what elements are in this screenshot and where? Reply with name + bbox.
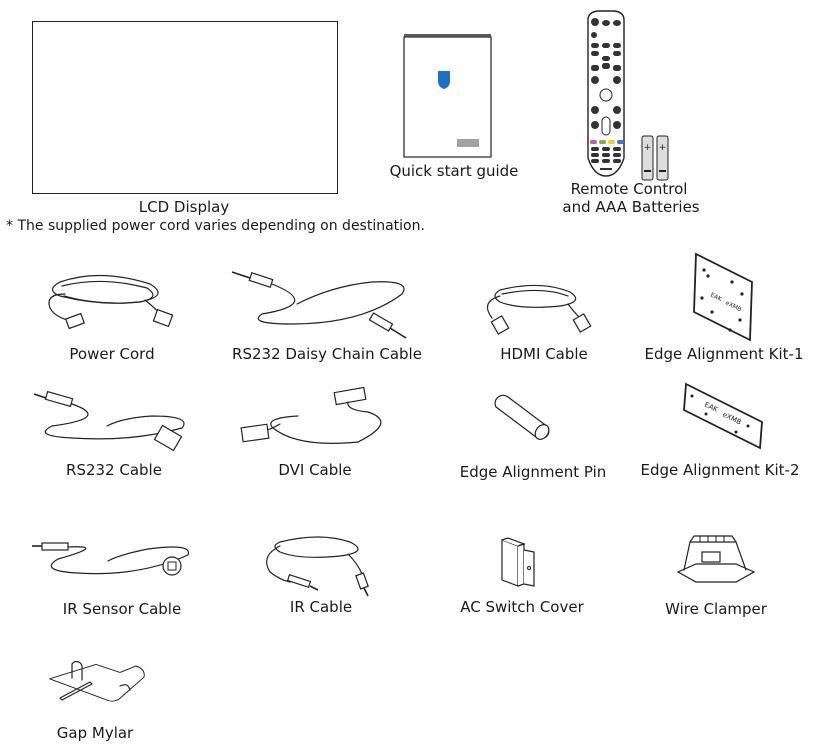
ir-sensor-cable-label: IR Sensor Cable xyxy=(62,600,182,618)
wire-clamper-illustration xyxy=(676,535,756,583)
ac-switch-cover-illustration xyxy=(501,537,535,587)
wire-clamper-label: Wire Clamper xyxy=(665,600,767,618)
hdmi-cable-illustration xyxy=(486,284,592,335)
svg-text:EAK: EAK xyxy=(709,292,724,304)
edge-alignment-kit-1-illustration: EAK eXMB xyxy=(693,252,753,342)
dvi-cable-label: DVI Cable xyxy=(278,461,352,479)
quick-start-guide-label: Quick start guide xyxy=(389,162,519,180)
edge-alignment-kit-2-label: Edge Alignment Kit-2 xyxy=(640,461,800,479)
edge-alignment-kit-1-label: Edge Alignment Kit-1 xyxy=(644,345,804,363)
dvi-cable-illustration xyxy=(240,386,382,444)
edge-alignment-pin-illustration xyxy=(494,394,550,440)
ac-switch-cover-label: AC Switch Cover xyxy=(460,598,584,616)
power-cord-illustration xyxy=(48,274,174,330)
ir-cable-label: IR Cable xyxy=(289,598,353,616)
svg-text:+: + xyxy=(659,143,667,153)
rs232-cable-label: RS232 Cable xyxy=(66,461,162,479)
quick-start-guide-illustration xyxy=(403,34,492,158)
aaa-batteries-icon: + + xyxy=(641,135,669,181)
gap-mylar-illustration xyxy=(49,660,145,702)
rs232-daisy-chain-cable-label: RS232 Daisy Chain Cable xyxy=(232,345,422,363)
ir-cable-illustration xyxy=(266,536,369,597)
power-cord-footnote: * The supplied power cord varies dependi… xyxy=(6,218,425,234)
remote-control-label-line2: and AAA Batteries xyxy=(562,198,700,216)
gap-mylar-label: Gap Mylar xyxy=(56,724,134,742)
rs232-daisy-chain-cable-illustration xyxy=(231,271,407,339)
lcd-display-label: LCD Display xyxy=(138,198,230,216)
edge-alignment-pin-label: Edge Alignment Pin xyxy=(459,463,607,481)
svg-text:+: + xyxy=(644,143,652,153)
remote-control-illustration: + + xyxy=(587,10,669,181)
ir-sensor-cable-illustration xyxy=(32,542,190,576)
lcd-display-illustration xyxy=(32,21,338,194)
power-cord-label: Power Cord xyxy=(69,345,155,363)
philips-shield-icon xyxy=(438,71,450,89)
remote-control-label-line1: Remote Control xyxy=(570,180,688,198)
rs232-cable-illustration xyxy=(33,390,185,452)
hdmi-cable-label: HDMI Cable xyxy=(500,345,588,363)
edge-alignment-kit-2-illustration: EAK eXMB xyxy=(683,382,763,450)
